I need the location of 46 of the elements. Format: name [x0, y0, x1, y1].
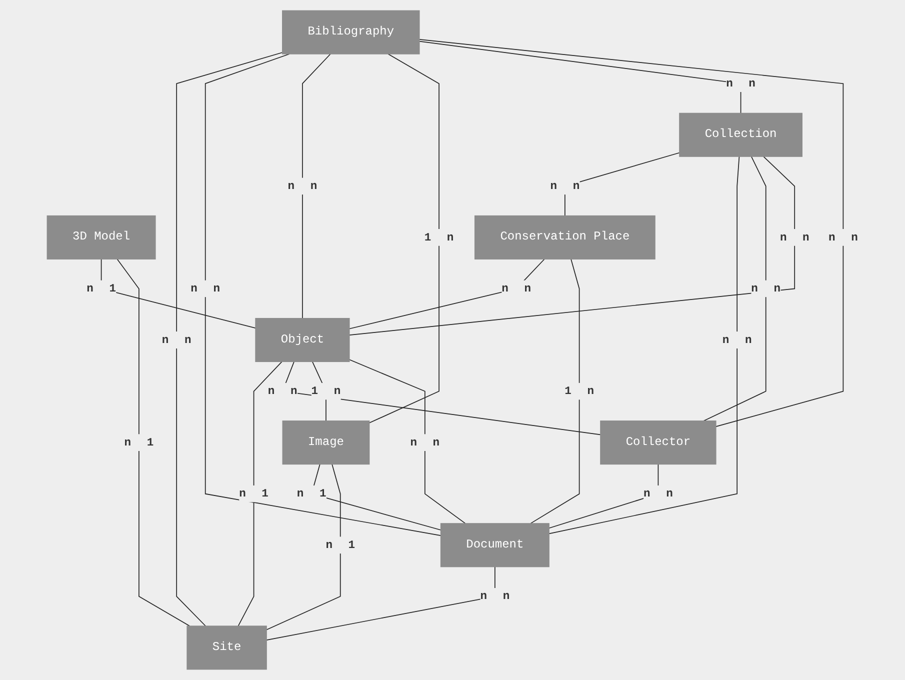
edge-label: n 1: [124, 436, 154, 449]
edge-label: n n: [410, 436, 440, 449]
edge-label: n n: [726, 77, 756, 90]
node-box: Site: [186, 626, 267, 670]
connector: [266, 464, 341, 630]
connector: [530, 258, 580, 524]
connector: [176, 52, 283, 626]
node-box: 3D Model: [46, 215, 156, 260]
connector: [100, 258, 256, 328]
edge-label: n 1: [296, 488, 326, 500]
edge-label: 1 n: [564, 384, 594, 398]
connector: [349, 359, 466, 524]
node-box: Bibliography: [282, 10, 420, 54]
connector: [419, 39, 844, 427]
edge-label: n n: [550, 180, 580, 192]
edge-label: n n: [644, 488, 673, 500]
edge-label: n 1: [86, 282, 116, 296]
connector: [703, 156, 766, 422]
edge-label: n n: [162, 334, 192, 346]
edge-label: n 1: [326, 538, 356, 552]
edge-label: n n: [722, 334, 752, 346]
connector: [349, 156, 796, 336]
edge-label: n n: [268, 384, 298, 398]
connector: [116, 258, 190, 626]
connector: [419, 40, 742, 114]
edge-label: n 1: [239, 488, 268, 500]
node-box: Image: [282, 420, 370, 465]
node-box: Document: [440, 523, 550, 568]
edge-label: 1 n: [424, 231, 454, 244]
node-box: Collection: [679, 112, 802, 157]
node-box: Collector: [600, 420, 716, 465]
node-box: Object: [255, 318, 350, 362]
node-box: Conservation Place: [474, 215, 656, 260]
connector: [368, 54, 440, 424]
connector: [349, 258, 545, 330]
edge-label: n n: [190, 282, 220, 296]
edge-label: n n: [828, 231, 858, 244]
edge-label: n n: [502, 282, 532, 296]
connector: [302, 54, 331, 319]
connector: [238, 361, 282, 626]
edge-label: n n: [751, 282, 781, 296]
edge-label: n n: [780, 231, 810, 244]
edge-label: 1 n: [311, 384, 341, 398]
edge-label: n n: [480, 590, 510, 603]
connector: [266, 566, 496, 640]
edge-label: n n: [288, 180, 318, 192]
